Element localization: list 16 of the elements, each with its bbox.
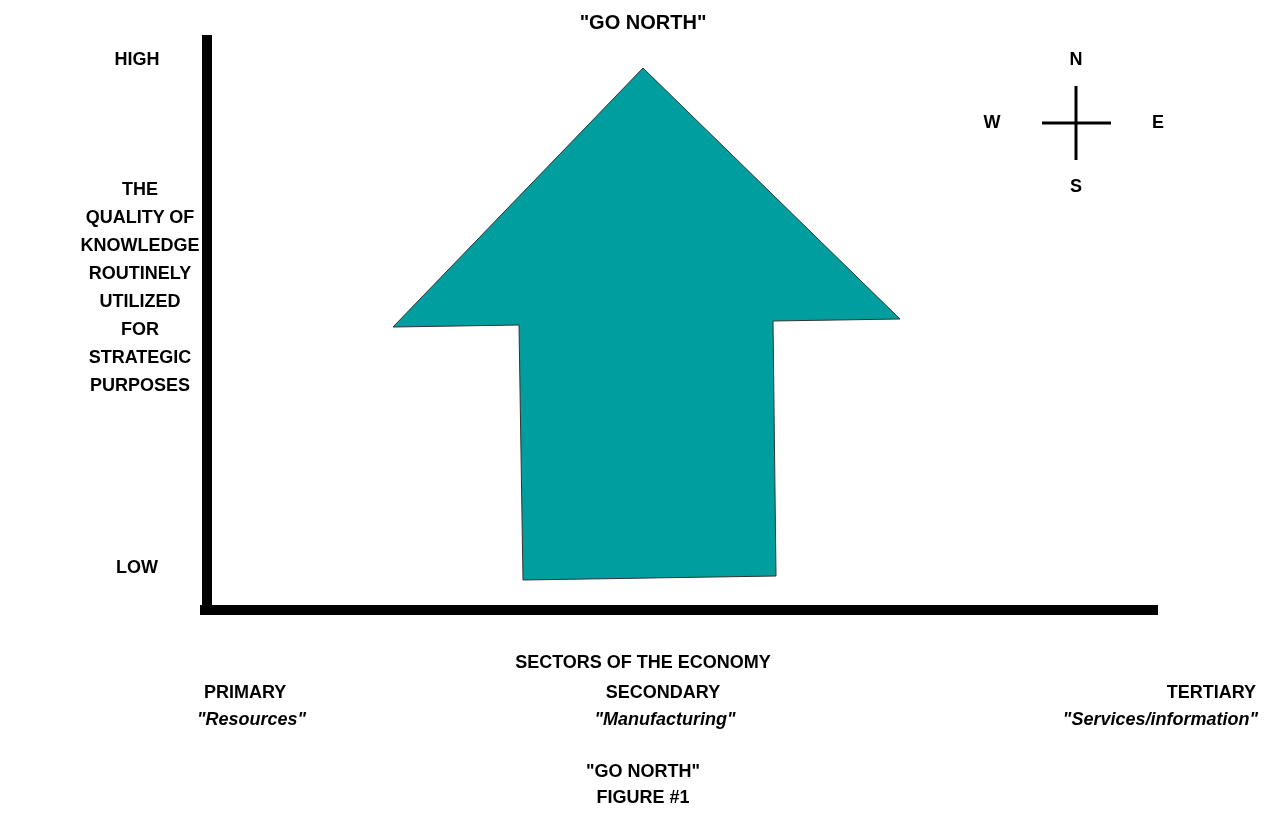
compass-label: E <box>1152 112 1164 134</box>
sector-label: PRIMARY <box>204 682 287 704</box>
axis-end-label: HIGH <box>114 49 160 71</box>
axis-title: SECTORS OF THE ECONOMY <box>515 652 771 674</box>
caption: "GO NORTH" FIGURE #1 <box>584 760 702 809</box>
sector-description: "Services/information" <box>1062 709 1258 731</box>
sector-description: "Resources" <box>197 709 307 731</box>
compass-label: S <box>1070 176 1082 198</box>
sector-description: "Manufacturing" <box>594 709 736 731</box>
axis-end-label: LOW <box>116 557 158 579</box>
compass-label: N <box>1069 49 1083 71</box>
title: "GO NORTH" <box>579 10 707 34</box>
compass-label: W <box>983 112 1001 134</box>
axis-title: THE QUALITY OF KNOWLEDGE ROUTINELY UTILIZED FOR STRATEGIC PURPOSES <box>80 178 200 397</box>
sector-label: SECONDARY <box>605 682 721 704</box>
sector-label: TERTIARY <box>1166 682 1256 704</box>
